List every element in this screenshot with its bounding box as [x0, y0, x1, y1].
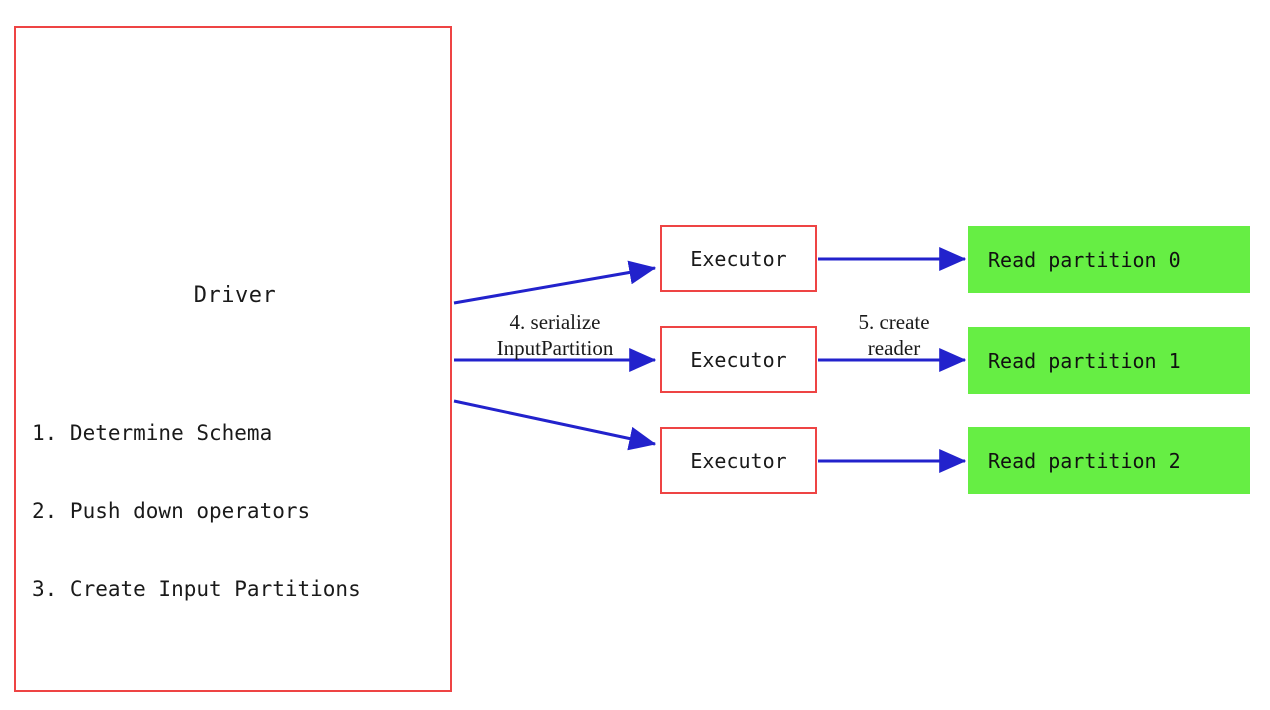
- executor-label: Executor: [690, 246, 787, 271]
- executor-label: Executor: [690, 448, 787, 473]
- arrow-driver-to-executor-2: [453, 399, 657, 451]
- executor-label: Executor: [690, 347, 787, 372]
- executor-box-2: Executor: [660, 427, 817, 494]
- edge-label-create-reader: 5. create reader: [858, 310, 930, 360]
- driver-step-3: 3. Create Input Partitions: [32, 577, 361, 601]
- partition-label: Read partition 0: [988, 247, 1181, 272]
- driver-title: Driver: [193, 283, 277, 308]
- driver-steps-list: 1. Determine Schema 2. Push down operato…: [32, 368, 361, 654]
- edge-label-serialize: 4. serialize InputPartition: [496, 310, 614, 360]
- driver-step-1: 1. Determine Schema: [32, 421, 273, 445]
- partition-box-2: Read partition 2: [968, 427, 1250, 494]
- executor-box-1: Executor: [660, 326, 817, 393]
- partition-label: Read partition 2: [988, 448, 1181, 473]
- driver-box: Driver 1. Determine Schema 2. Push down …: [14, 26, 452, 692]
- driver-step-2: 2. Push down operators: [32, 499, 311, 523]
- partition-label: Read partition 1: [988, 348, 1181, 373]
- partition-box-1: Read partition 1: [968, 327, 1250, 394]
- executor-box-0: Executor: [660, 225, 817, 292]
- arrow-driver-to-executor-0: [453, 260, 657, 305]
- partition-box-0: Read partition 0: [968, 226, 1250, 293]
